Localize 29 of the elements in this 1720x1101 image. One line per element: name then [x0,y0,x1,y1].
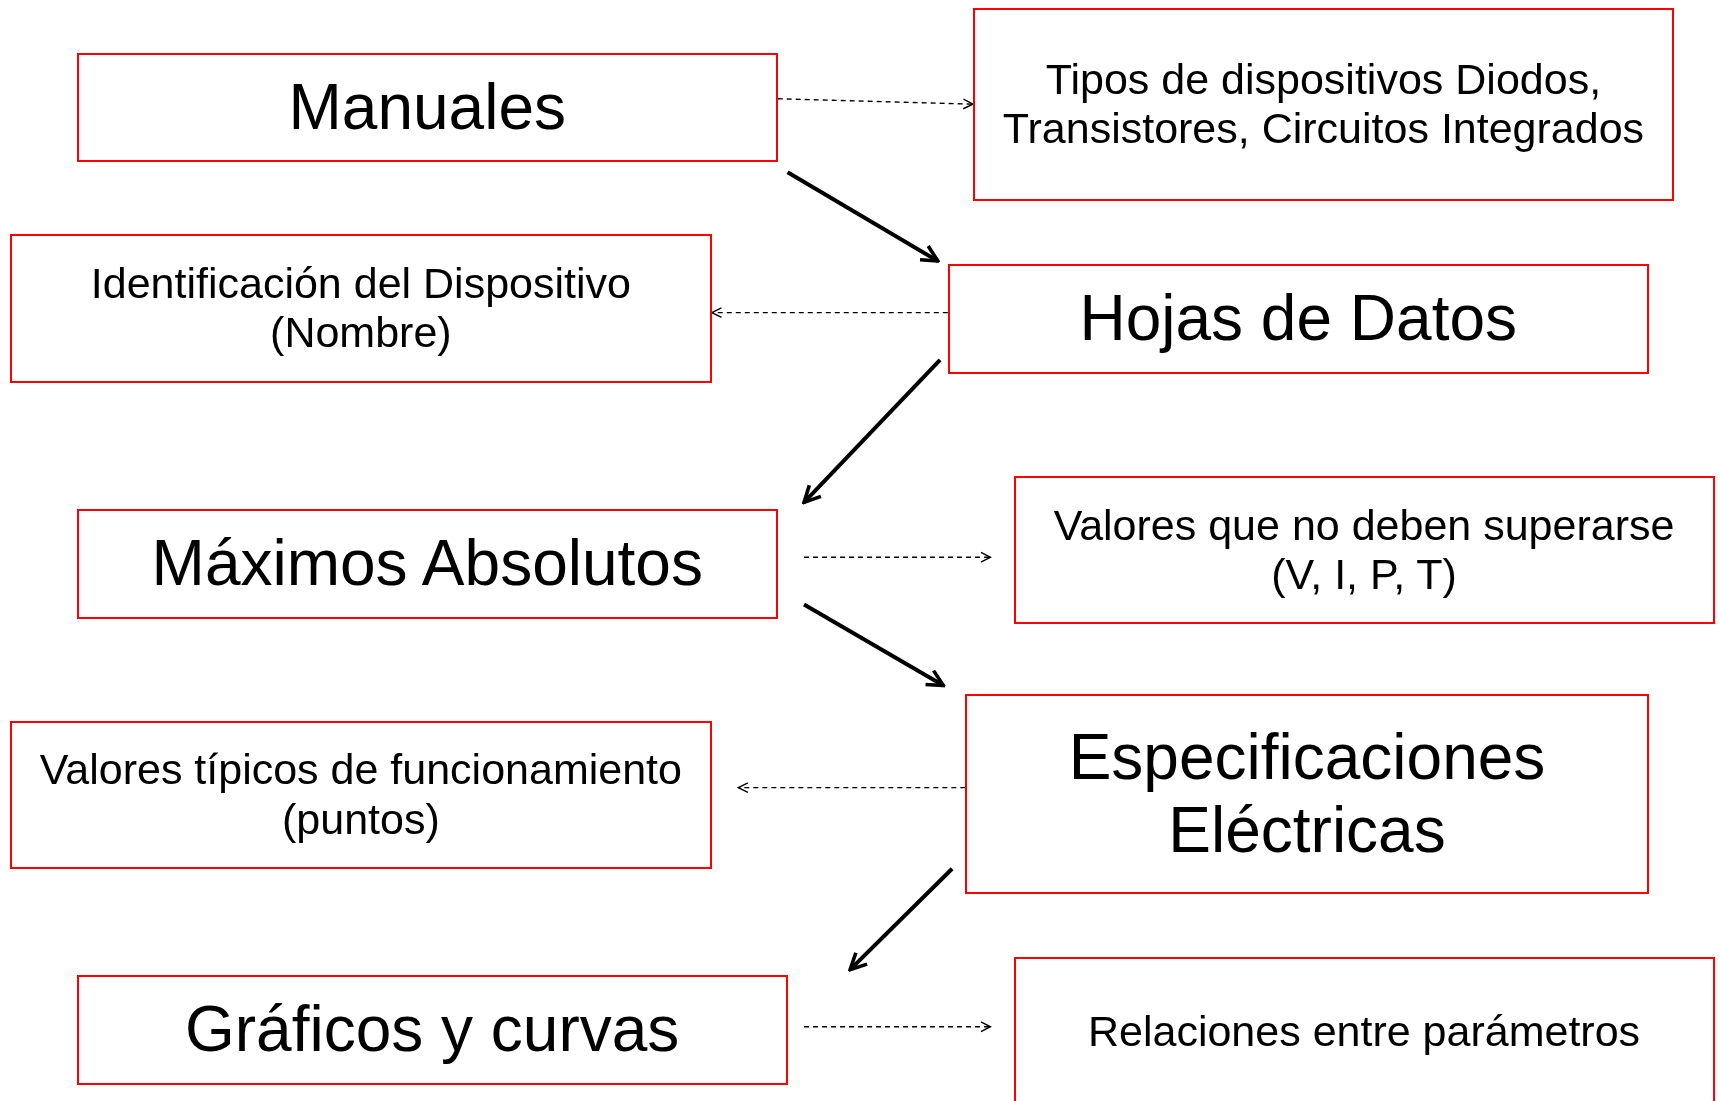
box-label: Tipos de dispositivos Diodos, Transistores, Circuitos Integrados [1001,54,1646,154]
box-label: Máximos Absolutos [151,527,703,601]
text-box [965,694,1649,894]
box-label: Identificación del Dispositivo (Nombre) [89,258,632,358]
text-box [947,264,1649,375]
arrow [711,307,949,319]
arrow [848,867,954,972]
box-label: Hojas de Datos [1079,282,1517,356]
arrow [803,551,992,563]
box-label: Especificaciones Eléctricas [1067,720,1547,868]
text-box [1013,476,1715,625]
box-label: Gráficos y curvas [185,993,680,1067]
arrow [802,358,942,505]
box-label: Relaciones entre parámetros [1087,1007,1641,1057]
text-box [973,7,1674,201]
text-box [76,508,778,619]
arrow [737,782,966,794]
arrow [803,602,946,688]
box-label: Valores típicos de funcionamiento (puntos) [38,745,683,845]
box-label: Valores que no deben superarse (V, I, P, T) [1052,500,1676,600]
arrow [803,1021,992,1033]
text-box [9,233,712,383]
text-box [76,52,778,163]
arrow [786,170,940,263]
text-box [1013,956,1715,1101]
arrow [777,98,974,110]
text-box [76,975,788,1085]
box-label: Manuales [288,70,566,145]
text-box [9,720,712,869]
